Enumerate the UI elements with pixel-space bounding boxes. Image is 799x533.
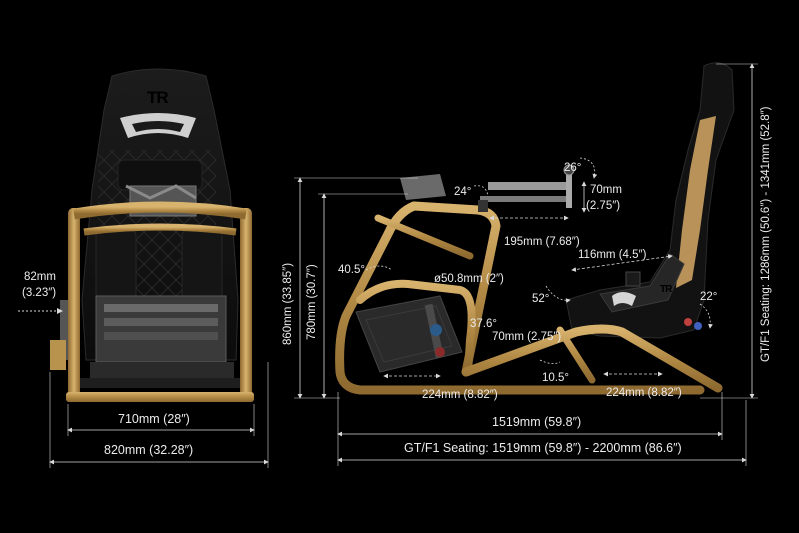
side-view: TR X TR [294,62,758,466]
front-seat-logo: TR [147,88,168,107]
angle-front-label: 40.5° [338,264,365,276]
side-frame-logo: TR X [520,201,540,212]
shifter-offset-label: 70mm [590,184,622,196]
height-780-label: 780mm (30.7″) [306,264,318,340]
side-gold-frame [335,201,723,395]
seating-height-label: GT/F1 Seating: 1286mm (50.6″) - 1341mm (… [760,106,772,363]
side-width-label: 82mm [24,271,56,283]
angle-seat-back-label: 22° [700,291,718,303]
pedal-slide-label: 224mm (8.82″) [422,389,498,401]
side-width-inch-label: (3.23″) [22,287,57,299]
angle-seat-base-label: 52° [532,293,550,305]
height-860-label: 860mm (33.85″) [282,262,294,345]
angle-pedal-base-label: 10.5° [542,372,569,384]
shifter-offset-inch-label: (2.75″) [586,200,621,212]
frame-width-label: 710mm (28″) [118,412,190,426]
tube-diameter-label: ø50.8mm (2″) [434,273,504,285]
deck-travel-label: 195mm (7.68″) [504,236,580,248]
front-gold-frame [50,201,254,402]
total-width-label: 820mm (32.28″) [104,443,194,457]
side-seat-logo: TR [660,284,673,295]
side-wheel-deck [400,164,575,208]
total-length-label: 1519mm (59.8″) [492,415,582,429]
pedal-offset-label: 70mm (2.75″) [492,331,562,343]
angle-wheel-deck-label: 24° [454,186,472,198]
front-view: TR [18,68,269,468]
side-pedal-deck [355,295,463,373]
seating-length-label: GT/F1 Seating: 1519mm (59.8″) - 2200mm (… [404,441,682,455]
seat-travel-label: 116mm (4.5″) [578,249,647,261]
angle-pedal-label: 37.6° [470,318,497,330]
seat-slide-label: 224mm (8.82″) [606,387,682,399]
seat-travel-arrow [571,254,673,272]
angle-shifter-label: 26° [564,162,582,174]
